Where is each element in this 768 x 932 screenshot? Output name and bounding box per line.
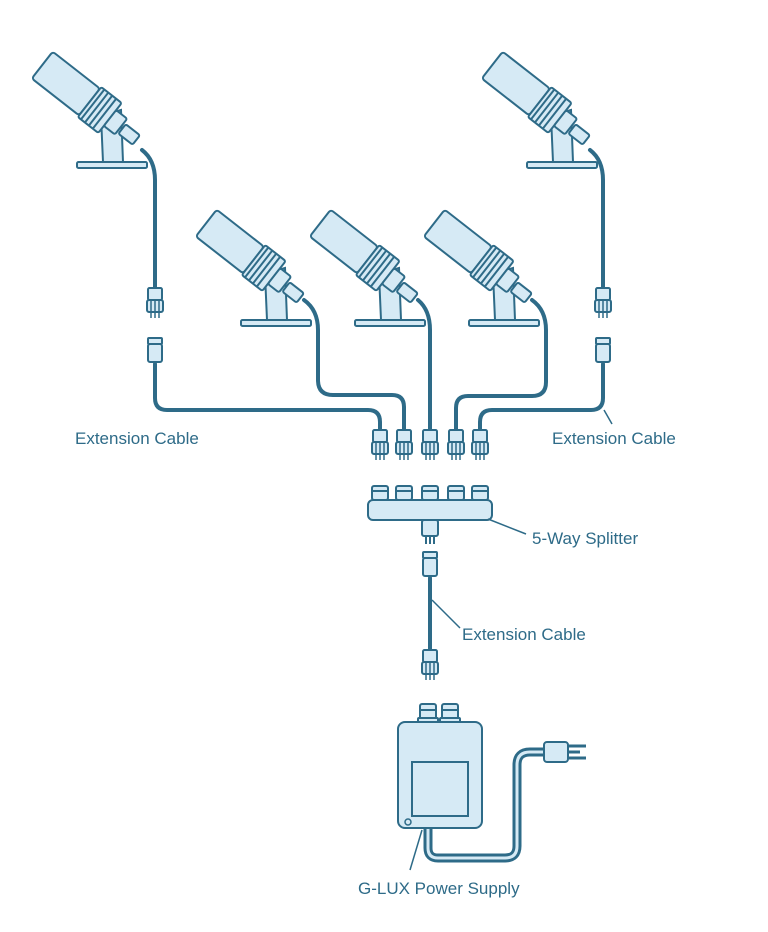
cable-ext-right — [478, 362, 605, 434]
cable-lamp-2 — [302, 298, 406, 434]
cable-lamp-3 — [416, 298, 432, 434]
cable-lamp-4 — [454, 298, 548, 434]
power-plug-icon — [543, 741, 586, 763]
splitter-icon — [367, 429, 493, 544]
label-extension-cable-lower: Extension Cable — [462, 625, 586, 644]
cable-lamp-far-right — [588, 148, 605, 292]
leader-lines — [409, 409, 613, 871]
connector-icon — [146, 287, 164, 363]
spotlight-icon — [193, 207, 312, 327]
spotlight-icon — [29, 49, 148, 169]
spotlight-icon — [421, 207, 540, 327]
power-supply-icon — [397, 703, 483, 829]
spotlight-icon — [479, 49, 598, 169]
cables — [140, 148, 605, 863]
connector-icon — [594, 287, 612, 363]
label-5-way-splitter: 5-Way Splitter — [532, 529, 638, 548]
cable-ext-left — [153, 362, 382, 434]
spotlight-icon — [307, 207, 426, 327]
label-extension-cable-right: Extension Cable — [552, 429, 676, 448]
label-extension-cable-left: Extension Cable — [75, 429, 199, 448]
label-power-supply: G-LUX Power Supply — [358, 879, 520, 898]
cable-lamp-far-left — [140, 148, 157, 292]
